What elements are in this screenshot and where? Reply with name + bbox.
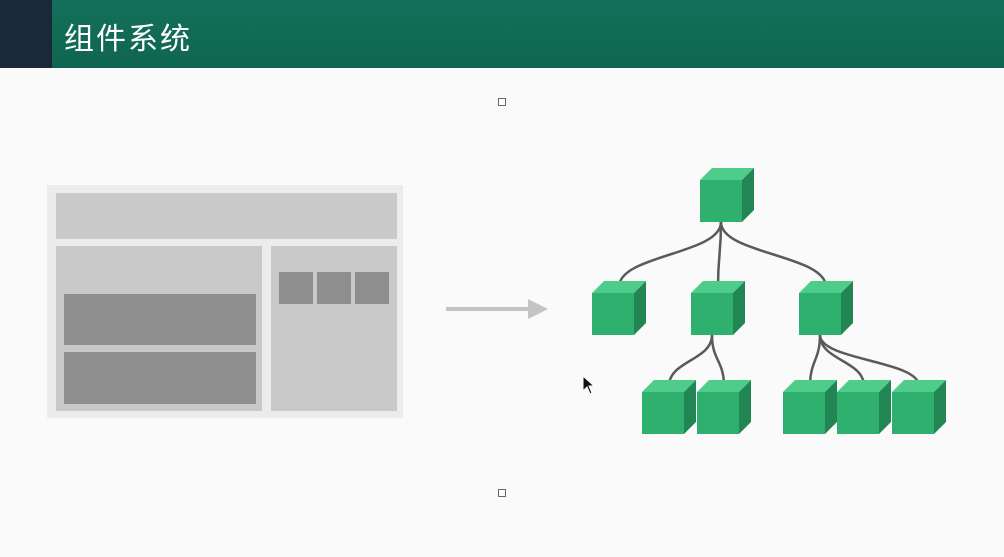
tree-connector-line — [810, 335, 820, 386]
page-layout-wireframe — [47, 185, 403, 418]
component-cube — [837, 380, 891, 434]
component-cube — [642, 380, 696, 434]
component-cube — [592, 281, 646, 335]
component-cube — [783, 380, 837, 434]
wireframe-content-block — [64, 294, 256, 345]
wireframe-header-block — [56, 193, 397, 239]
tree-connector-line — [669, 335, 712, 386]
component-cube — [691, 281, 745, 335]
root-component-cube — [700, 168, 754, 222]
component-cube — [697, 380, 751, 434]
tree-cubes — [592, 168, 946, 434]
tree-connector-line — [721, 222, 826, 287]
component-cube — [892, 380, 946, 434]
wireframe-sidebar-block — [271, 246, 397, 411]
right-arrow-icon — [444, 296, 554, 322]
tree-connectors — [619, 222, 919, 386]
wireframe-thumb-block — [317, 272, 351, 304]
header-accent-block — [0, 0, 52, 68]
tree-connector-line — [619, 222, 721, 287]
selection-handle-bottom[interactable] — [498, 489, 506, 497]
tree-connector-line — [820, 335, 864, 386]
component-cube — [799, 281, 853, 335]
page-title: 组件系统 — [64, 14, 192, 58]
wireframe-thumb-block — [355, 272, 389, 304]
title-bar: 组件系统 — [0, 0, 1004, 68]
tree-connector-line — [820, 335, 919, 386]
mouse-cursor-icon — [582, 375, 596, 395]
wireframe-content-block — [64, 352, 256, 404]
component-tree-diagram — [580, 160, 960, 450]
wireframe-thumb-block — [279, 272, 313, 304]
selection-handle-top[interactable] — [498, 98, 506, 106]
tree-connector-line — [712, 335, 724, 386]
